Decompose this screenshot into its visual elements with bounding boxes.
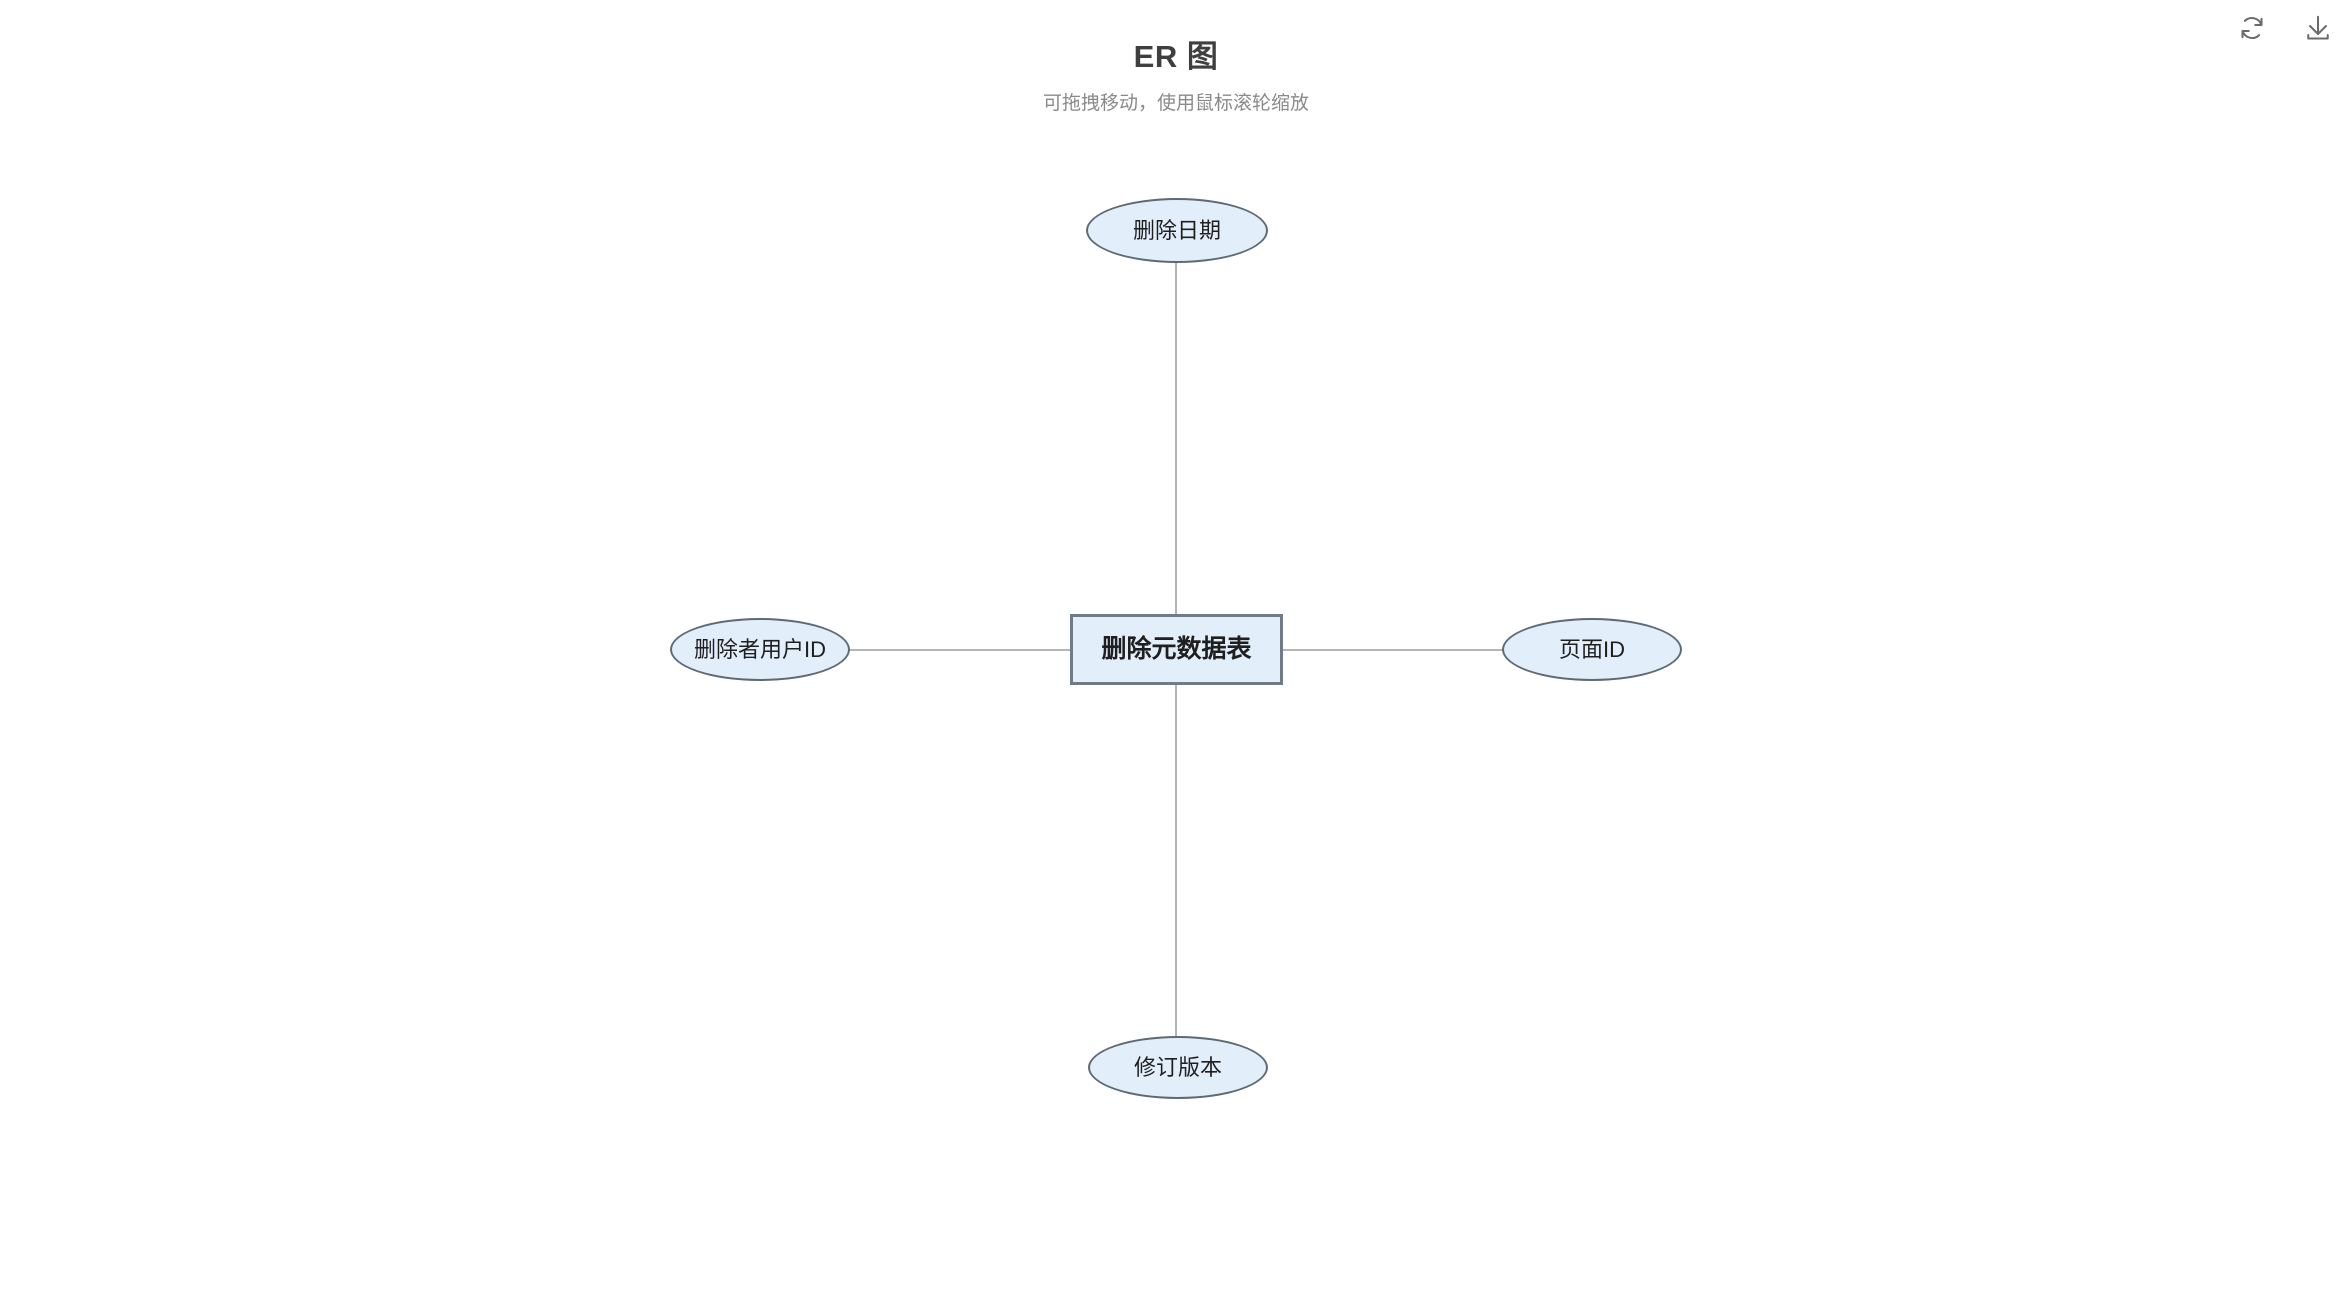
download-button[interactable] (2298, 8, 2338, 48)
download-icon (2303, 13, 2333, 43)
node-label: 页面ID (1558, 636, 1625, 662)
node-label: 删除日期 (1132, 217, 1221, 243)
refresh-button[interactable] (2232, 8, 2272, 48)
refresh-icon (2237, 13, 2267, 43)
entity-node-delete-metadata-table[interactable]: 删除元数据表 (1070, 614, 1283, 685)
node-label: 删除者用户ID (693, 636, 826, 662)
node-label: 修订版本 (1133, 1054, 1222, 1080)
attribute-node-deleter-user-id[interactable]: 删除者用户ID (670, 618, 850, 681)
attribute-node-revision-version[interactable]: 修订版本 (1088, 1036, 1268, 1099)
diagram-toolbar (2232, 8, 2338, 48)
attribute-node-page-id[interactable]: 页面ID (1502, 618, 1682, 681)
node-label: 删除元数据表 (1101, 635, 1252, 663)
attribute-node-delete-date[interactable]: 删除日期 (1086, 198, 1268, 263)
